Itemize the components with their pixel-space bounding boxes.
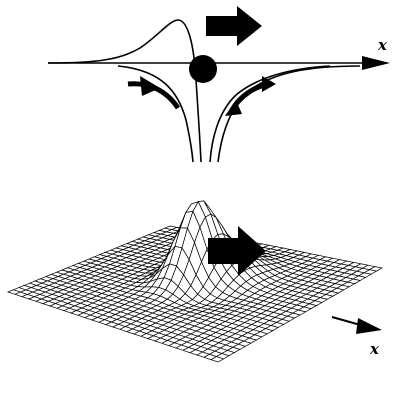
top-panel: x [47,6,390,163]
surface-profile-left-inner [117,65,194,163]
bottom-x-axis-label: x [369,340,380,358]
motion-arrow-top [206,6,262,46]
bottom-panel: x [6,200,383,363]
motion-arrow-bottom [208,226,266,276]
ball [189,55,217,83]
mesh-cell [210,356,225,363]
top-x-axis-arrowhead [362,56,390,70]
surface-profile-peak [47,19,202,163]
flow-arrow-left-head [140,76,160,96]
flow-arrow-right-head [225,100,242,116]
flow-arrow-right-tail [262,76,276,92]
bottom-x-axis-arrowhead [356,318,382,334]
surface-mesh [6,200,383,363]
top-x-axis-label: x [377,36,388,54]
surface-profile-right-inner [209,65,331,163]
